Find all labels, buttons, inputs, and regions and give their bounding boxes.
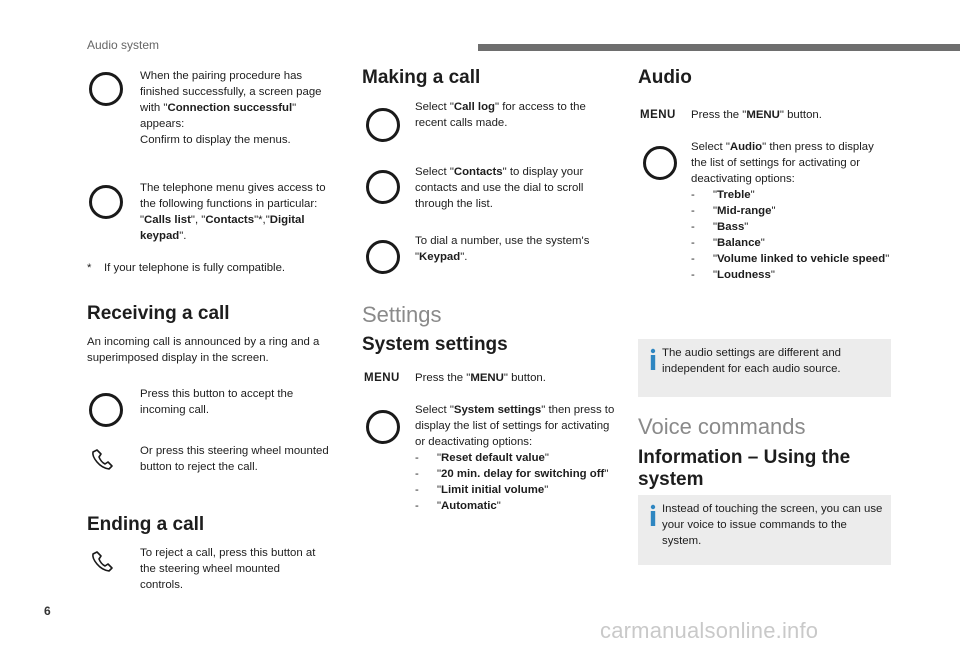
header-bar xyxy=(478,44,960,51)
ending-heading: Ending a call xyxy=(87,514,205,535)
list-item: "Treble" xyxy=(691,187,891,203)
info-box-voice: Instead of touching the screen, you can … xyxy=(638,495,891,565)
rotary-knob-icon xyxy=(89,393,123,427)
menu-button-icon: MENU xyxy=(364,372,400,384)
settings-heading: Settings xyxy=(362,302,442,327)
info-voice-text: Instead of touching the screen, you can … xyxy=(662,503,883,547)
ending-text: To reject a call, press this button at t… xyxy=(140,547,316,591)
receiving-intro: An incoming call is announced by a ring … xyxy=(87,336,320,364)
audio-heading: Audio xyxy=(638,67,692,88)
system-settings-text: Select "System settings" then press to d… xyxy=(415,402,615,514)
telephone-menu-text: The telephone menu gives access to the f… xyxy=(140,182,326,242)
information-heading: Information – Using the system xyxy=(638,447,851,490)
info-icon xyxy=(650,348,656,370)
list-item: "Balance" xyxy=(691,235,891,251)
receiving-heading: Receiving a call xyxy=(87,303,230,324)
pairing-text: When the pairing procedure has finished … xyxy=(140,70,322,146)
voice-commands-heading: Voice commands xyxy=(638,414,806,439)
footnote: If your telephone is fully compatible. xyxy=(104,262,286,274)
list-item: "Volume linked to vehicle speed" xyxy=(691,251,891,267)
list-item: "Automatic" xyxy=(415,498,615,514)
reject-call-text: Or press this steering wheel mounted but… xyxy=(140,445,329,473)
rotary-knob-icon xyxy=(366,108,400,142)
rotary-knob-icon xyxy=(366,240,400,274)
info-icon xyxy=(650,504,656,526)
making-call-heading: Making a call xyxy=(362,67,481,88)
call-log-text: Select "Call log" for access to the rece… xyxy=(415,101,586,129)
phone-icon xyxy=(92,449,113,470)
page-number: 6 xyxy=(44,604,51,618)
press-menu-text: Press the "MENU" button. xyxy=(415,372,546,384)
watermark: carmanualsonline.info xyxy=(600,618,819,643)
press-menu-text: Press the "MENU" button. xyxy=(691,109,822,121)
info-audio-text: The audio settings are different and ind… xyxy=(662,347,841,375)
accept-call-text: Press this button to accept the incoming… xyxy=(140,388,294,416)
list-item: "Loudness" xyxy=(691,267,891,283)
rotary-knob-icon xyxy=(89,185,123,219)
phone-icon xyxy=(92,551,113,572)
info-box-audio: The audio settings are different and ind… xyxy=(638,339,891,397)
audio-options-list: "Treble" "Mid-range" "Bass" "Balance" "V… xyxy=(691,187,891,283)
audio-settings-text: Select "Audio" then press to display the… xyxy=(691,139,891,283)
rotary-knob-icon xyxy=(643,146,677,180)
system-settings-heading: System settings xyxy=(362,334,508,355)
list-item: "Reset default value" xyxy=(415,450,615,466)
list-item: "Mid-range" xyxy=(691,203,891,219)
list-item: "20 min. delay for switching off" xyxy=(415,466,615,482)
header-title: Audio system xyxy=(87,38,160,52)
list-item: "Limit initial volume" xyxy=(415,482,615,498)
contacts-text: Select "Contacts" to display your contac… xyxy=(415,166,584,210)
system-options-list: "Reset default value" "20 min. delay for… xyxy=(415,450,615,514)
keypad-text: To dial a number, use the system's "Keyp… xyxy=(415,235,590,263)
footnote-mark: * xyxy=(87,262,92,274)
menu-button-icon: MENU xyxy=(640,109,676,121)
rotary-knob-icon xyxy=(89,72,123,106)
rotary-knob-icon xyxy=(366,410,400,444)
list-item: "Bass" xyxy=(691,219,891,235)
rotary-knob-icon xyxy=(366,170,400,204)
